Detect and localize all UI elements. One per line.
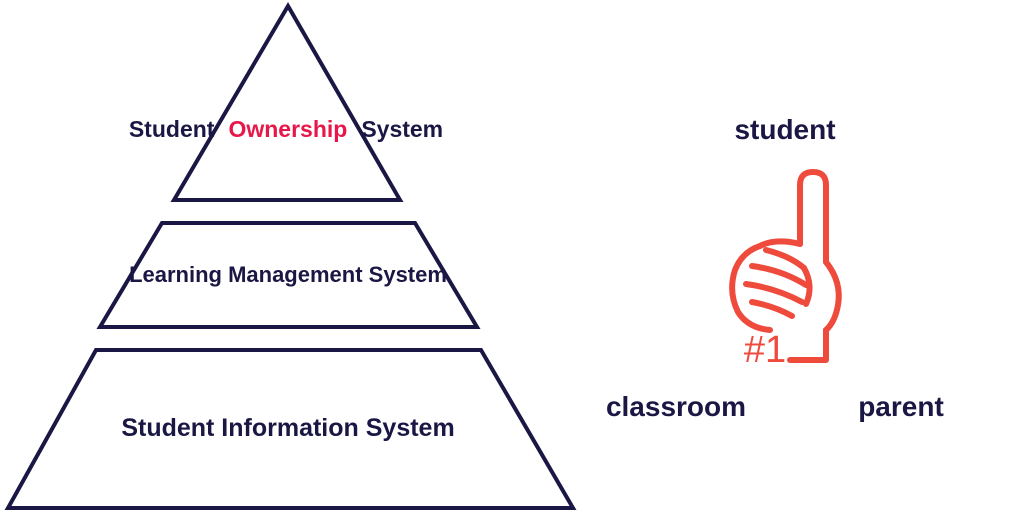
triad-parent-label: parent xyxy=(858,391,944,422)
pyramid-bottom-tier xyxy=(4,348,577,510)
triad-classroom-label: classroom xyxy=(606,391,746,422)
pyramid-bottom-label: Student Information System xyxy=(121,414,454,442)
pyramid-top-highlight: Ownership xyxy=(228,116,347,142)
pyramid-top-prefix: Student xyxy=(129,116,215,142)
pyramid-top-suffix: System xyxy=(361,116,443,142)
pyramid-middle-tier xyxy=(96,221,481,329)
triad-student-label: student xyxy=(734,114,835,145)
foam-finger-icon xyxy=(729,169,842,363)
hand-badge-label: #1 xyxy=(744,329,786,371)
pyramid-middle-label: Learning Management System xyxy=(129,262,447,287)
pyramid-top-label: Student Ownership System xyxy=(129,116,443,142)
pyramid-top-tier xyxy=(170,2,404,202)
